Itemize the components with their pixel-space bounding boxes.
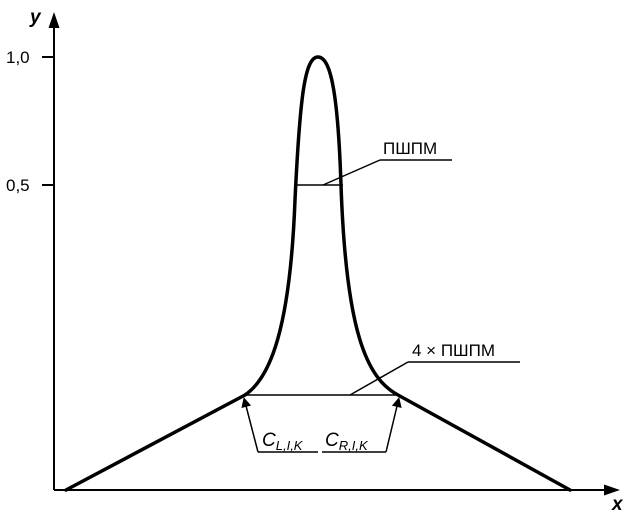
right-point-label-main: C [325, 430, 339, 451]
left-point-arrow [241, 397, 259, 453]
four-fwhm-leader [349, 361, 409, 396]
left-point-label-main: C [262, 430, 276, 451]
left-point-label-sub: L,I,K [276, 438, 304, 453]
x-axis-arrow [604, 484, 620, 496]
fwhm-leader [322, 159, 381, 186]
x-axis-label: x [611, 494, 624, 511]
y-tick-label-half: 0,5 [6, 176, 30, 195]
y-tick-label-one: 1,0 [6, 48, 30, 67]
y-axis-label: y [29, 7, 42, 28]
right-point-label-sub: R,I,K [339, 438, 369, 453]
left-point-label: CL,I,K [262, 430, 304, 453]
y-axis-arrow [48, 12, 60, 28]
right-point-arrow [385, 397, 402, 453]
right-point-label: CR,I,K [325, 430, 369, 453]
fwhm-label: ПШПМ [383, 139, 437, 158]
four-fwhm-label: 4 × ПШПМ [412, 341, 495, 360]
peak-curve [64, 55, 572, 492]
